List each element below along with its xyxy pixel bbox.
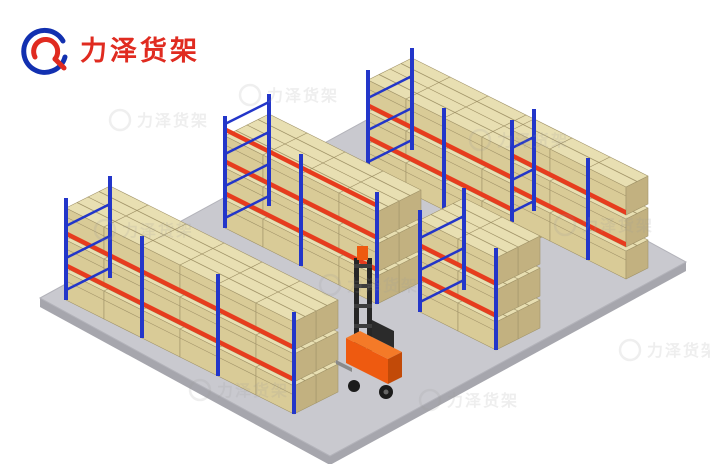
watermark-logo-icon: [93, 218, 117, 242]
rack-post: [410, 48, 414, 150]
watermark-text: 力泽货架: [347, 276, 419, 295]
rack-brace: [511, 135, 535, 150]
reach-truck: [336, 246, 402, 399]
rack-post: [223, 116, 227, 228]
truck-wheel: [348, 380, 360, 392]
watermark-logo-icon: [553, 213, 577, 237]
rack-post: [292, 312, 296, 414]
watermark-text: 力泽货架: [647, 341, 710, 360]
floor-edge: [330, 262, 686, 464]
watermark-logo-icon: [618, 338, 642, 362]
watermark: 力泽货架: [93, 218, 194, 242]
rack-brace: [511, 167, 535, 182]
watermark-text: 力泽货架: [582, 216, 654, 235]
rack-post: [108, 176, 112, 278]
rack-post: [140, 236, 144, 338]
rack-beam: [420, 275, 496, 318]
watermark-logo-icon: [318, 273, 342, 297]
watermark-text: 力泽货架: [447, 391, 519, 410]
watermark: 力泽货架: [318, 273, 419, 297]
rack-brace: [367, 138, 413, 164]
watermark: 力泽货架: [418, 388, 519, 412]
watermark-logo-icon: [188, 378, 212, 402]
watermark-text: 力泽货架: [137, 111, 209, 130]
rack-post: [510, 120, 514, 222]
truck-mast: [354, 258, 359, 360]
rack-post: [366, 70, 370, 172]
rack-brace: [65, 202, 111, 228]
watermark: 力泽货架: [238, 83, 339, 107]
rack-post: [462, 188, 466, 290]
truck-forks: [336, 360, 352, 372]
rack-brace: [419, 278, 465, 304]
watermark-logo-icon: [108, 108, 132, 132]
floor-edge: [40, 298, 330, 464]
rack-brace: [224, 194, 270, 220]
watermark-text: 力泽货架: [267, 86, 339, 105]
rack-brace: [224, 162, 270, 188]
watermark: 力泽货架: [188, 378, 289, 402]
watermark: 力泽货架: [108, 108, 209, 132]
watermark: 力泽货架: [468, 128, 569, 152]
brand-logo-text: 力泽货架: [80, 35, 200, 67]
watermark-logo-icon: [468, 128, 492, 152]
rack-brace: [65, 266, 111, 292]
brand-logo: 力泽货架: [20, 26, 200, 76]
rack-post: [375, 192, 379, 304]
rack-mid-right: [418, 188, 541, 351]
rack-beam: [66, 263, 294, 382]
rack-post: [494, 248, 498, 350]
rack-post: [64, 198, 68, 300]
rack-front-left: [64, 176, 339, 415]
brand-logo-icon: [21, 27, 68, 75]
truck-mast-top: [357, 246, 368, 260]
rack-brace: [511, 199, 535, 214]
rack-beam: [512, 185, 626, 247]
rack-beam: [66, 231, 294, 350]
rack-brace: [367, 106, 413, 132]
watermark-logo-icon: [418, 388, 442, 412]
rack-brace: [367, 74, 413, 100]
watermark: 力泽货架: [618, 338, 710, 362]
rack-brace: [419, 214, 465, 240]
watermark-text: 力泽货架: [497, 131, 569, 150]
rack-post: [418, 210, 422, 312]
rack-brace: [224, 130, 270, 156]
watermark-text: 力泽货架: [217, 381, 289, 400]
truck-body: [346, 338, 388, 384]
rack-brace: [65, 234, 111, 260]
rack-beam: [420, 243, 496, 286]
watermark-logo-icon: [238, 83, 262, 107]
rack-post: [267, 94, 271, 206]
rack-back-left: [223, 94, 422, 305]
rack-post: [299, 154, 303, 266]
watermark-text: 力泽货架: [122, 221, 194, 240]
truck-cab: [372, 320, 394, 348]
rack-brace: [224, 100, 270, 126]
rack-post: [216, 274, 220, 376]
rack-post: [532, 109, 536, 211]
rack-brace: [419, 246, 465, 272]
rack-far-right: [510, 109, 649, 280]
rack-post: [586, 158, 590, 260]
rack-post: [442, 108, 446, 210]
rack-beam: [512, 153, 626, 215]
watermark: 力泽货架: [553, 213, 654, 237]
